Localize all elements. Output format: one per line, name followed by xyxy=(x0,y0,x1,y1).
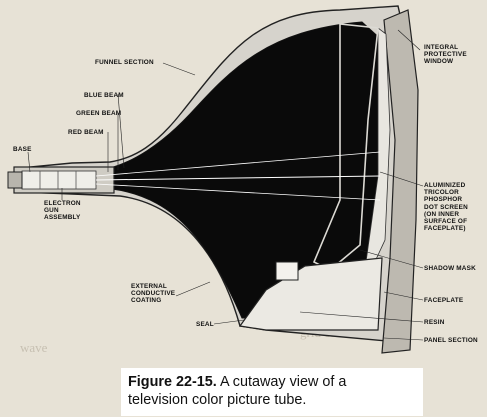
leader-lines xyxy=(27,29,424,341)
label-funnel-section: FUNNEL SECTION xyxy=(95,59,154,66)
panel-frame xyxy=(238,257,383,331)
label-base: BASE xyxy=(13,146,32,153)
blue-beam-line xyxy=(95,151,381,177)
mask-support xyxy=(275,261,299,281)
caption-line-1: A cutaway view of a xyxy=(220,374,347,390)
tube-interior xyxy=(89,21,386,319)
label-blue-beam: BLUE BEAM xyxy=(84,92,124,99)
label-panel-section: PANEL SECTION xyxy=(424,337,478,344)
label-phosphor-screen: ALUMINIZED TRICOLOR PHOSPHOR DOT SCREEN … xyxy=(424,182,468,233)
label-shadow-mask: SHADOW MASK xyxy=(424,265,476,272)
shadow-mask xyxy=(312,23,379,271)
caption-box xyxy=(121,368,423,416)
electron-gun xyxy=(21,170,97,190)
green-beam-line xyxy=(95,175,381,181)
figure-number: Figure 22-15. xyxy=(128,374,217,390)
label-green-beam: GREEN BEAM xyxy=(76,110,122,117)
label-red-beam: RED BEAM xyxy=(68,129,104,136)
figure-caption: Figure 22-15. A cutaway view of a televi… xyxy=(128,373,420,409)
caption-line-2: television color picture tube. xyxy=(128,392,307,408)
faceplate-panel xyxy=(381,9,419,354)
label-seal: SEAL xyxy=(196,321,214,328)
label-resin: RESIN xyxy=(424,319,445,326)
base xyxy=(7,171,23,189)
label-external-coating: EXTERNAL CONDUCTIVE COATING xyxy=(131,283,176,305)
label-faceplate: FACEPLATE xyxy=(424,297,464,304)
phosphor-screen xyxy=(365,27,391,269)
red-beam-line xyxy=(95,183,381,201)
label-integral-window: INTEGRAL PROTECTIVE WINDOW xyxy=(424,44,467,66)
label-electron-gun: ELECTRON GUN ASSEMBLY xyxy=(44,200,81,222)
